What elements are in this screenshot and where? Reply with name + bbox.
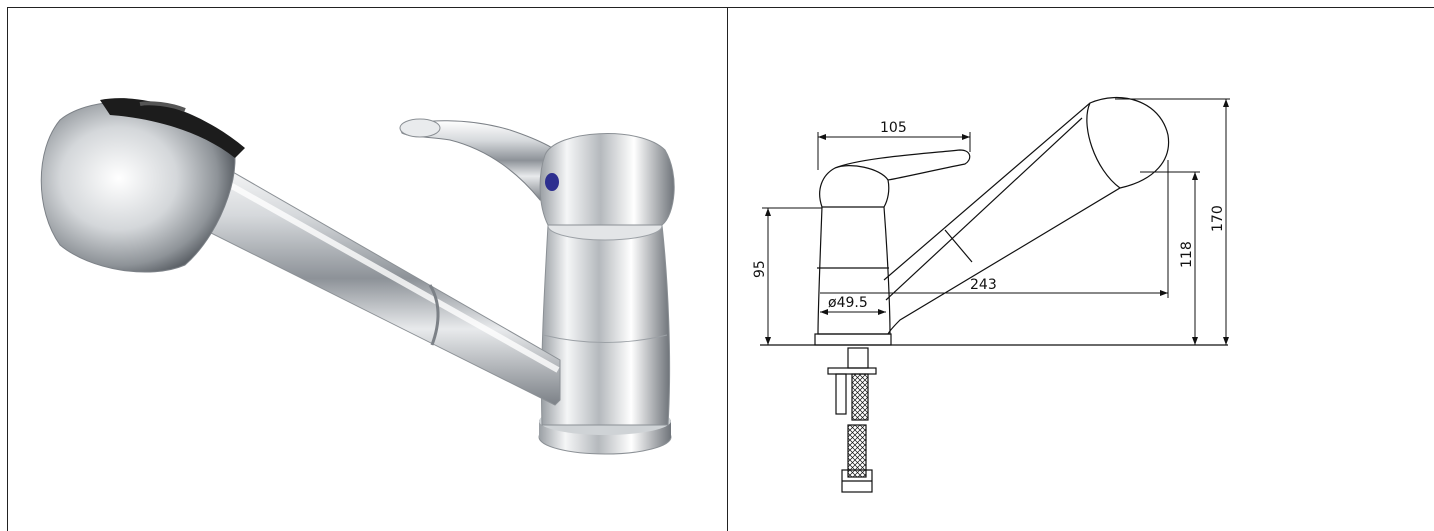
dim-spout-reach: 243: [970, 277, 997, 293]
hot-cold-indicator-icon: [545, 173, 559, 191]
dim-handle-width: 105: [880, 120, 907, 136]
dim-base-height: 95: [752, 260, 768, 278]
dim-total-height: 170: [1210, 205, 1226, 232]
drawing-panel: [728, 7, 1434, 531]
dim-spout-height: 118: [1179, 241, 1195, 268]
cartridge-cap: [539, 133, 675, 226]
spray-head-rubber: [100, 98, 245, 158]
photo-panel: [7, 7, 728, 531]
dim-base-diameter: ø49.5: [828, 295, 868, 311]
faucet-body: [541, 224, 671, 426]
